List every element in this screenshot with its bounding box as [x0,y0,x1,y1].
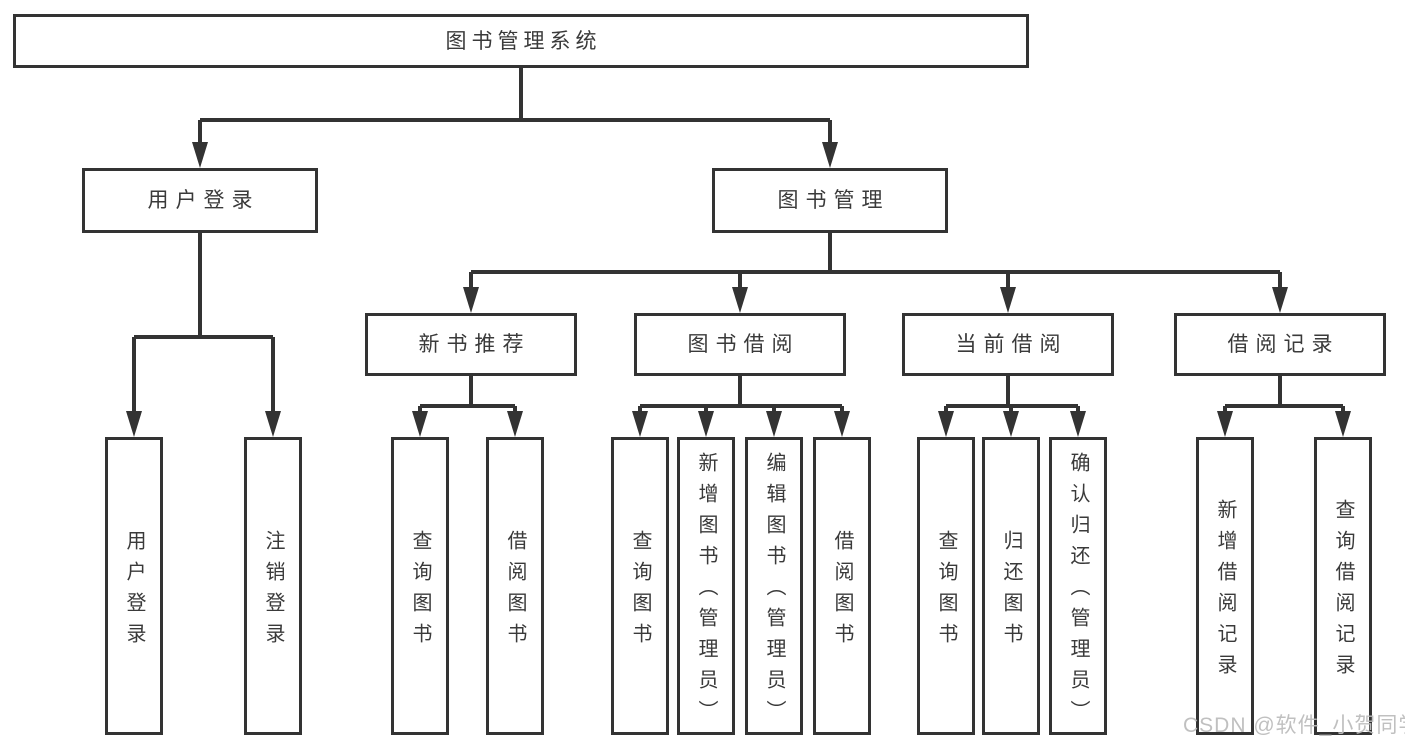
leaf-return-book: 归还图书 [982,437,1040,735]
node-book-borrowing: 图书借阅 [634,313,846,376]
node-label: 确认归还（管理员） [1067,452,1089,731]
connector-records-to-leaves [1223,376,1345,414]
node-label: 查询借阅记录 [1332,498,1354,685]
arrow-down-icon [632,411,648,437]
node-label: 查询图书 [629,529,651,654]
arrow-down-icon [1070,411,1086,437]
csdn-watermark: CSDN @软件_小贺同学 [1183,714,1405,737]
arrow-down-icon [507,411,523,437]
node-label: 注销登录 [262,529,284,654]
leaf-query-books-current: 查询图书 [917,437,975,735]
arrow-down-icon [463,287,479,313]
leaf-borrow-books-recommend: 借阅图书 [486,437,544,735]
node-new-book-recommendation: 新书推荐 [365,313,577,376]
node-label: 图书管理 [777,189,890,212]
leaf-logout: 注销登录 [244,437,302,735]
arrow-down-icon [192,142,208,168]
arrow-down-icon [1272,287,1288,313]
node-label: 用户登录 [147,189,260,212]
leaf-query-books-recommend: 查询图书 [391,437,449,735]
connector-userlogin-to-leaves [132,233,275,414]
leaf-borrow-books-borrowing: 借阅图书 [813,437,871,735]
arrow-down-icon [265,411,281,437]
arrow-down-icon [766,411,782,437]
node-label: 新书推荐 [418,333,531,356]
leaf-add-borrow-record: 新增借阅记录 [1196,437,1254,735]
arrow-down-icon [412,411,428,437]
connector-bookmgmt-to-level3 [469,233,1282,290]
node-label: 图书管理系统 [445,29,602,53]
node-user-login: 用户登录 [82,168,318,233]
connector-newbook-to-leaves [418,376,517,414]
arrow-down-icon [698,411,714,437]
node-label: 新增借阅记录 [1214,498,1236,685]
node-label: 用户登录 [123,529,145,654]
node-label: 图书借阅 [687,333,800,356]
arrow-down-icon [126,411,142,437]
leaf-add-book-admin: 新增图书（管理员） [677,437,735,735]
arrow-down-icon [938,411,954,437]
connector-bookborrow-to-leaves [638,376,844,414]
arrow-down-icon [834,411,850,437]
node-label: 借阅记录 [1227,333,1340,356]
arrow-down-icon [1003,411,1019,437]
node-current-borrowing: 当前借阅 [902,313,1114,376]
node-label: 编辑图书（管理员） [763,452,785,731]
node-label: 归还图书 [1000,529,1022,654]
arrow-down-icon [1335,411,1351,437]
leaf-query-books-borrowing: 查询图书 [611,437,669,735]
node-label: 查询图书 [935,529,957,654]
connector-paths [132,68,1345,414]
leaf-user-login: 用户登录 [105,437,163,735]
node-borrowing-records: 借阅记录 [1174,313,1386,376]
node-book-management: 图书管理 [712,168,948,233]
arrow-down-icon [732,287,748,313]
node-label: 查询图书 [409,529,431,654]
node-label: 借阅图书 [831,529,853,654]
connector-root-to-level2 [198,68,832,144]
arrow-down-icon [1000,287,1016,313]
leaf-query-borrow-record: 查询借阅记录 [1314,437,1372,735]
arrow-down-icon [822,142,838,168]
node-label: 新增图书（管理员） [695,452,717,731]
node-label: 借阅图书 [504,529,526,654]
node-label: 当前借阅 [955,333,1068,356]
leaf-edit-book-admin: 编辑图书（管理员） [745,437,803,735]
node-library-management-system: 图书管理系统 [13,14,1029,68]
leaf-confirm-return-admin: 确认归还（管理员） [1049,437,1107,735]
arrowheads [126,142,1351,437]
connector-currentborrow-to-leaves [944,376,1080,414]
arrow-down-icon [1217,411,1233,437]
